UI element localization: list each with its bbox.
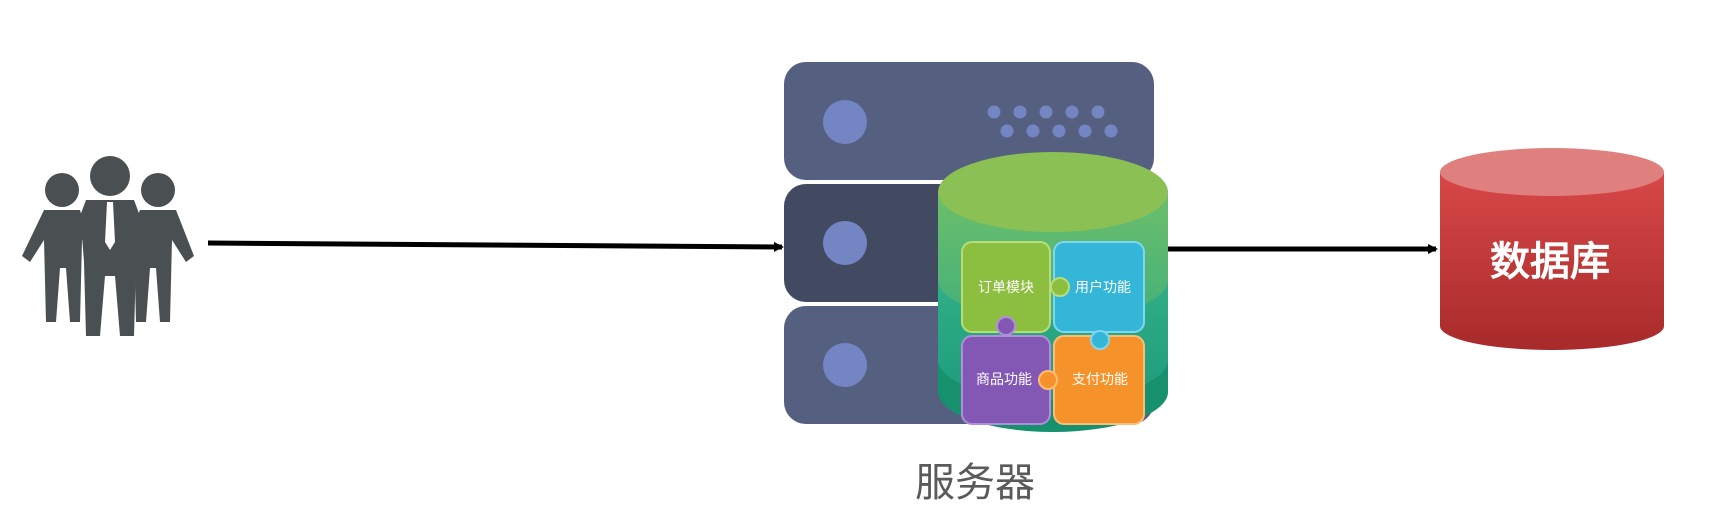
vent-dots — [987, 105, 1118, 138]
module-order-label: 订单模块 — [978, 280, 1034, 296]
module-payment-label: 支付功能 — [1072, 372, 1128, 388]
module-product: 商品功能 — [961, 335, 1051, 425]
people-group-icon — [22, 156, 194, 336]
arrow-users-to-server — [207, 240, 784, 252]
database-icon: 数据库 — [1440, 148, 1664, 350]
server-light-top — [823, 100, 867, 144]
module-order: 订单模块 — [961, 241, 1051, 333]
database-label: 数据库 — [1490, 239, 1610, 285]
module-product-label: 商品功能 — [976, 372, 1032, 388]
server-label: 服务器 — [915, 460, 1035, 506]
server-light-middle — [823, 221, 867, 265]
server-unit-top — [784, 62, 1154, 180]
server-light-bottom — [823, 343, 867, 387]
module-user-label: 用户功能 — [1075, 279, 1131, 296]
puzzle-connectors — [996, 277, 1110, 390]
